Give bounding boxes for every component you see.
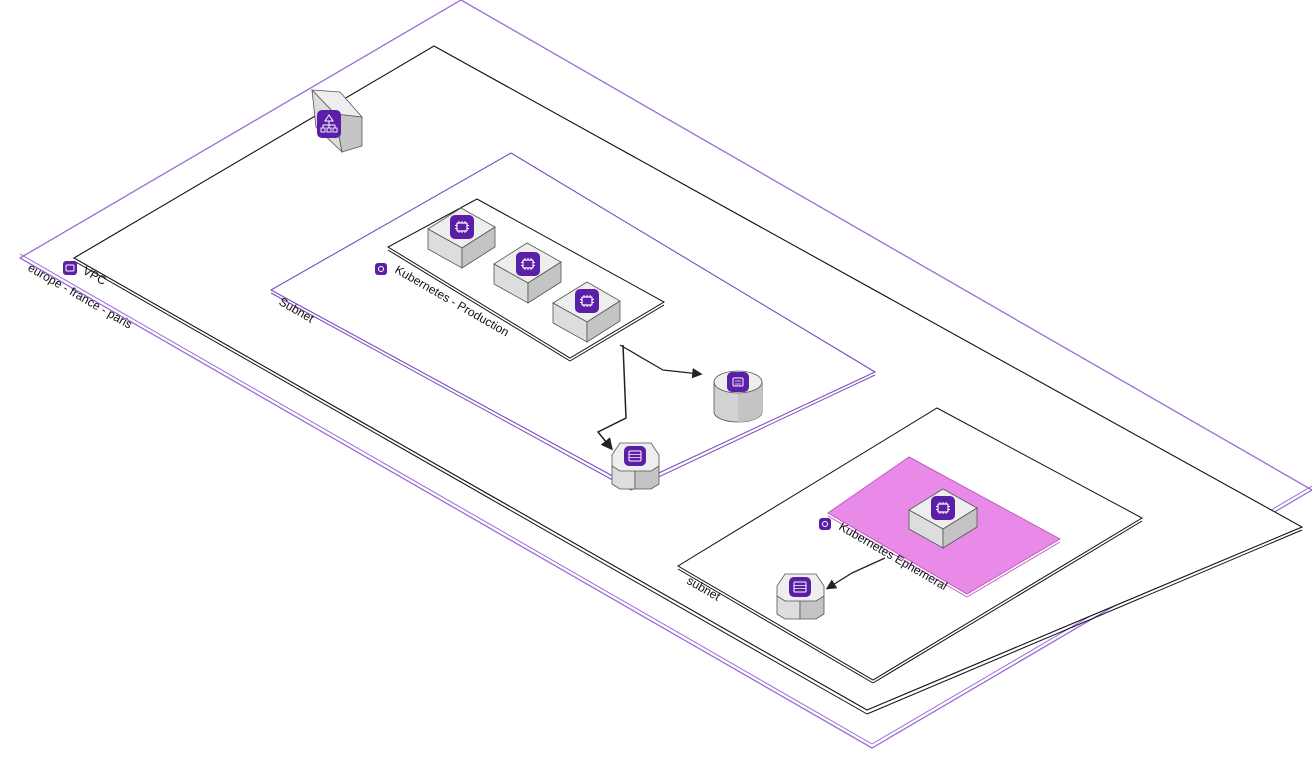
instance-node-ephemeral[interactable] <box>908 488 978 549</box>
instance-node-2[interactable] <box>493 242 562 304</box>
storage-node-production[interactable] <box>611 442 660 490</box>
storage-block-icon <box>789 577 811 597</box>
instance-node-3[interactable] <box>552 281 621 343</box>
cpu-chip-icon <box>575 289 599 313</box>
instance-node-1[interactable] <box>427 207 496 269</box>
cpu-chip-icon <box>450 215 474 239</box>
kubernetes-icon <box>819 518 831 530</box>
connector-cluster-to-database <box>619 344 703 379</box>
connector-ephemeral-to-storage <box>825 557 886 590</box>
vpc-icon <box>63 261 77 275</box>
cpu-chip-icon <box>516 252 540 276</box>
kubernetes-icon <box>375 263 387 275</box>
load-balancer-icon <box>317 110 341 138</box>
load-balancer-node[interactable] <box>310 88 363 154</box>
database-icon <box>727 372 749 392</box>
database-node[interactable] <box>713 370 763 423</box>
storage-block-icon <box>624 446 646 466</box>
connector-cluster-to-storage <box>596 344 627 451</box>
cpu-chip-icon <box>931 496 955 520</box>
storage-node-ephemeral[interactable] <box>776 573 825 620</box>
